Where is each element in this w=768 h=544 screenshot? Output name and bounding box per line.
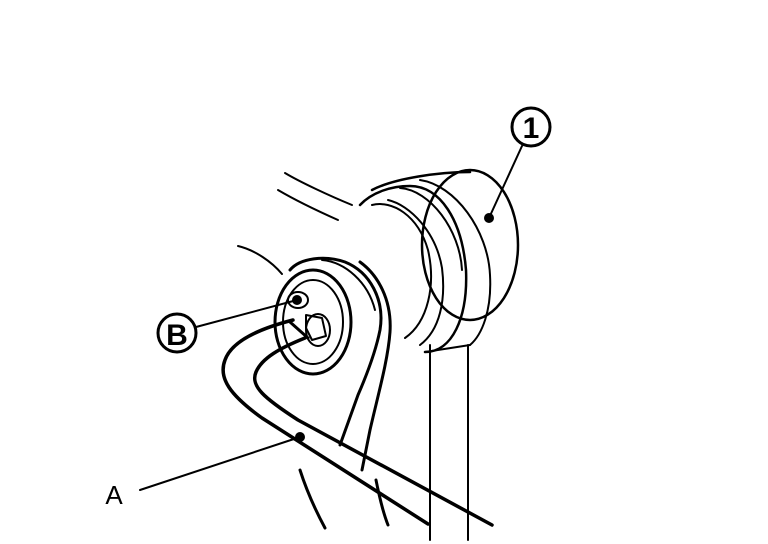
hex-wrench: [221, 318, 494, 527]
bushing: [358, 168, 520, 354]
callout-1-dot: [484, 213, 494, 223]
support-post: [429, 344, 469, 541]
callout-b-dot: [292, 295, 302, 305]
callout-a-dot: [295, 432, 305, 442]
callout-b: B: [156, 295, 302, 354]
callout-b-label: B: [166, 319, 188, 352]
callout-a-label: A: [105, 480, 123, 510]
link-arm: [288, 256, 392, 530]
callout-1-label: 1: [523, 112, 540, 145]
callout-1: 1: [484, 106, 552, 223]
callout-a: A: [105, 432, 305, 510]
body-outline: [237, 172, 353, 275]
